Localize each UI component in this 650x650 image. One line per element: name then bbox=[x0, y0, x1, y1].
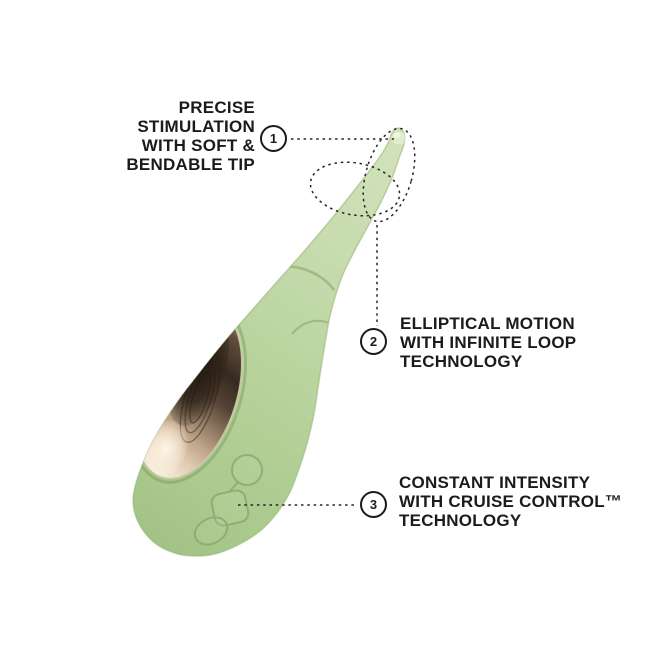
plus-button bbox=[231, 454, 263, 486]
feature-label-line: PRECISE bbox=[178, 98, 255, 117]
feature-label-constant-intensity: CONSTANT INTENSITY WITH CRUISE CONTROL™ … bbox=[399, 473, 622, 530]
feature-label-line: ELLIPTICAL MOTION bbox=[400, 314, 575, 333]
feature-label-line: CONSTANT INTENSITY bbox=[399, 473, 591, 492]
callout-badge-3: 3 bbox=[360, 491, 387, 518]
elliptical-motion-loop-1 bbox=[309, 161, 401, 217]
feature-label-line: WITH INFINITE LOOP bbox=[400, 333, 577, 352]
feature-label-line: TECHNOLOGY bbox=[400, 352, 523, 371]
callout-badge-1: 1 bbox=[260, 125, 287, 152]
feature-label-line: STIMULATION bbox=[137, 117, 255, 136]
tip-sheen bbox=[393, 132, 401, 138]
feature-label-elliptical-motion: ELLIPTICAL MOTION WITH INFINITE LOOP TEC… bbox=[400, 314, 576, 371]
feature-label-line: WITH SOFT & bbox=[141, 136, 255, 155]
callout-badge-2: 2 bbox=[360, 328, 387, 355]
elliptical-motion-loop-2 bbox=[362, 127, 416, 223]
feature-label-line: BENDABLE TIP bbox=[126, 155, 255, 174]
annotation-lines bbox=[238, 127, 416, 506]
minus-button bbox=[193, 516, 229, 546]
feature-label-line: TECHNOLOGY bbox=[399, 511, 522, 530]
feature-label-precise-stimulation: PRECISE STIMULATION WITH SOFT & BENDABLE… bbox=[126, 98, 255, 174]
feature-label-line: WITH CRUISE CONTROL™ bbox=[399, 492, 623, 511]
